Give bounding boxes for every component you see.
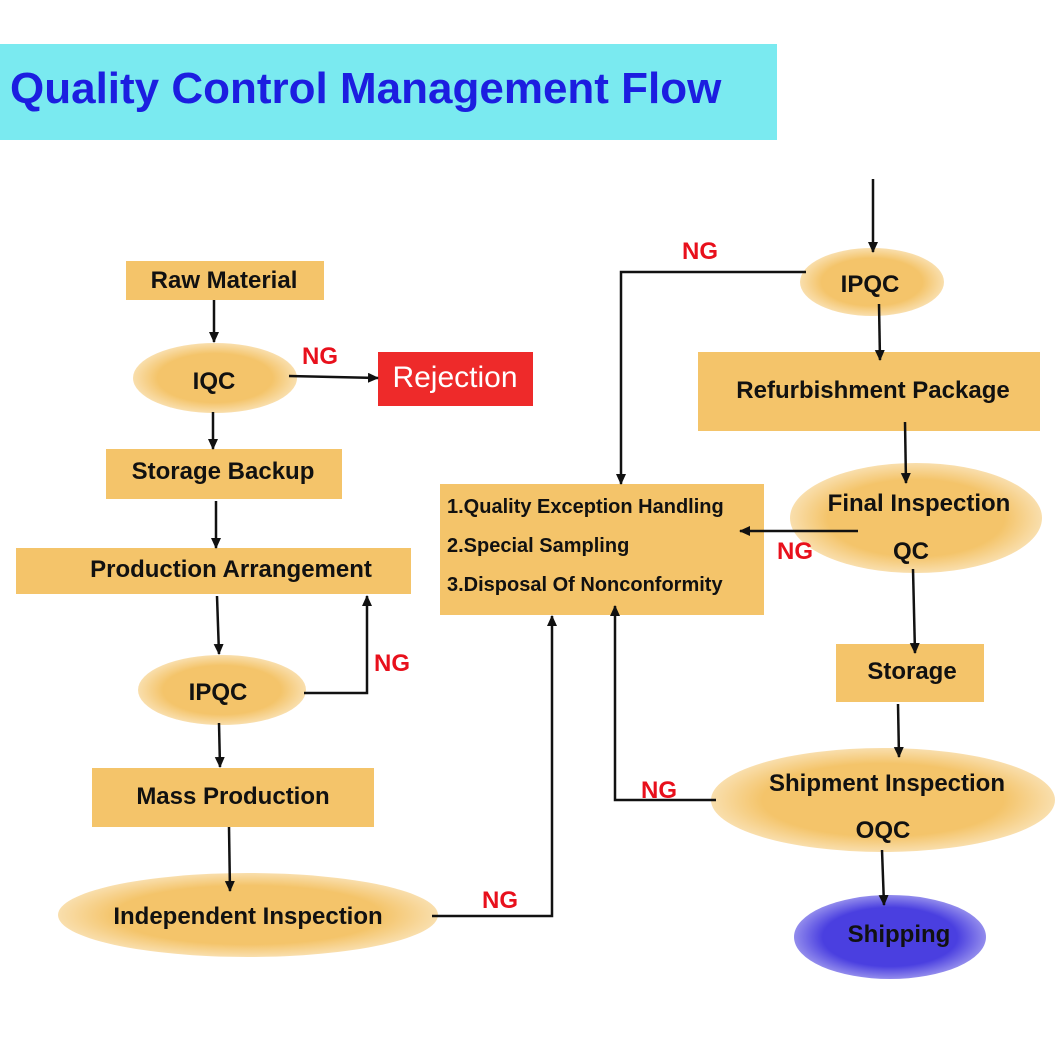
refurbishment-package-label: Refurbishment Package	[736, 377, 1009, 404]
handling-item-3: 3.Disposal Of Nonconformity	[447, 574, 723, 596]
arrow-ipqc-to-mass	[214, 722, 225, 768]
ipqc-left-label: IPQC	[189, 679, 248, 706]
ng-label-ipqc-right: NG	[682, 238, 718, 265]
final-inspection-label: Final Inspection	[828, 490, 1011, 517]
ng-label-iqc: NG	[302, 343, 338, 370]
ipqc-right-ellipse	[800, 248, 944, 316]
arrow-ipqc-to-refurbishment	[874, 303, 885, 361]
final-inspection-sub-label: QC	[893, 538, 929, 565]
independent-inspection-ellipse	[58, 873, 438, 957]
storage-backup-box	[106, 449, 342, 499]
page-title: Quality Control Management Flow	[10, 64, 722, 113]
raw-material-box	[126, 261, 324, 300]
ng-label-final: NG	[777, 538, 813, 565]
refurbishment-package-box	[698, 352, 1040, 431]
ng-label-independent: NG	[482, 887, 518, 914]
shipment-inspection-sub-label: OQC	[856, 817, 911, 844]
final-inspection-ellipse	[790, 463, 1042, 573]
shipping-label: Shipping	[848, 921, 951, 948]
storage-label: Storage	[867, 658, 956, 685]
exception-handling-box	[440, 484, 764, 615]
arrow-final-to-storage	[909, 568, 920, 654]
shipment-inspection-label: Shipment Inspection	[769, 770, 1005, 797]
production-arrangement-label: Production Arrangement	[90, 556, 372, 583]
title-banner	[0, 44, 777, 140]
arrow-ipqc-right-ng-to-handling	[616, 270, 806, 485]
arrow-shipment-to-shipping	[878, 849, 889, 906]
raw-material-label: Raw Material	[151, 267, 298, 294]
arrow-independent-ng-to-handling	[432, 615, 557, 918]
storage-backup-label: Storage Backup	[132, 458, 315, 485]
ng-label-shipment: NG	[641, 777, 677, 804]
mass-production-label: Mass Production	[136, 783, 329, 810]
rejection-label: Rejection	[392, 361, 517, 394]
ng-label-ipqc-left: NG	[374, 650, 410, 677]
independent-inspection-label: Independent Inspection	[113, 903, 382, 930]
ipqc-right-label: IPQC	[841, 271, 900, 298]
shipment-inspection-ellipse	[711, 748, 1055, 852]
handling-item-2: 2.Special Sampling	[447, 535, 629, 557]
arrow-ipqc-ng-back	[304, 595, 372, 695]
arrow-storage-to-shipment	[893, 703, 904, 758]
rejection-box	[378, 352, 533, 406]
mass-production-box	[92, 768, 374, 827]
arrow-mass-to-independent	[224, 826, 235, 892]
ipqc-left-ellipse	[138, 655, 306, 725]
arrow-production-to-ipqc	[213, 595, 224, 655]
arrow-shipment-ng-to-handling	[610, 605, 716, 802]
handling-item-1: 1.Quality Exception Handling	[447, 496, 724, 518]
arrow-iqc-to-rejection	[288, 372, 379, 383]
iqc-ellipse	[133, 343, 297, 413]
iqc-label: IQC	[193, 368, 236, 395]
production-arrangement-box	[16, 548, 411, 594]
arrow-refurbishment-to-final	[900, 421, 911, 484]
shipping-ellipse	[794, 895, 986, 979]
